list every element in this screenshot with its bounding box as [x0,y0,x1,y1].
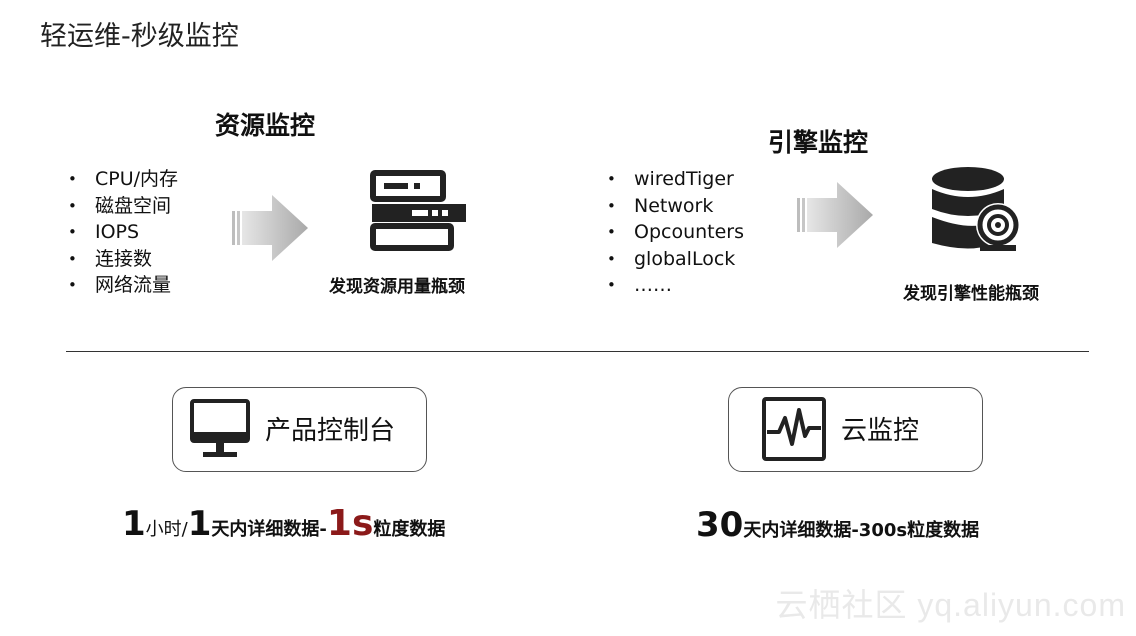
list-item: IOPS [67,219,178,246]
stat-text: 天内详细数据-300s粒度数据 [743,520,980,541]
flow-arrow-icon [232,195,308,261]
engine-title: 引擎监控 [768,128,869,157]
engine-list: wiredTiger Network Opcounters globalLock… [606,166,744,299]
stat-text: 小时/ [145,519,188,540]
list-item: globalLock [606,246,744,273]
page-title: 轻运维-秒级监控 [40,21,239,52]
pulse-monitor-icon [762,397,826,461]
list-item: CPU/内存 [67,166,178,193]
watermark: 云栖社区 yq.aliyun.com [775,587,1126,623]
list-item: Network [606,193,744,220]
list-item: 网络流量 [67,272,178,299]
stat-number: 30 [696,505,744,545]
cloud-monitor-label: 云监控 [841,416,920,446]
list-item: Opcounters [606,219,744,246]
engine-caption: 发现引擎性能瓶颈 [903,284,1039,304]
stat-highlight: 1s [326,503,374,544]
stat-text: 天内详细数据- [211,519,327,540]
list-item: …… [606,272,744,299]
stat-number: 1 [122,504,146,544]
list-item: 连接数 [67,246,178,273]
stat-number: 1 [187,504,212,544]
console-label: 产品控制台 [265,416,396,446]
cloud-monitor-card[interactable]: 云监控 [728,387,983,472]
list-item: wiredTiger [606,166,744,193]
resource-caption: 发现资源用量瓶颈 [329,277,465,297]
resource-list: CPU/内存 磁盘空间 IOPS 连接数 网络流量 [67,166,178,299]
divider [66,351,1089,352]
console-card[interactable]: 产品控制台 [172,387,427,472]
resource-title: 资源监控 [215,111,316,140]
cloud-stat: 30天内详细数据-300s粒度数据 [696,505,979,545]
monitor-icon [190,399,250,457]
list-item: 磁盘空间 [67,193,178,220]
flow-arrow-icon [797,182,873,248]
console-stat: 1小时/1天内详细数据-1s粒度数据 [122,503,445,547]
server-icon [370,170,466,251]
database-camera-icon [932,167,1020,251]
stat-text: 粒度数据 [373,519,446,540]
